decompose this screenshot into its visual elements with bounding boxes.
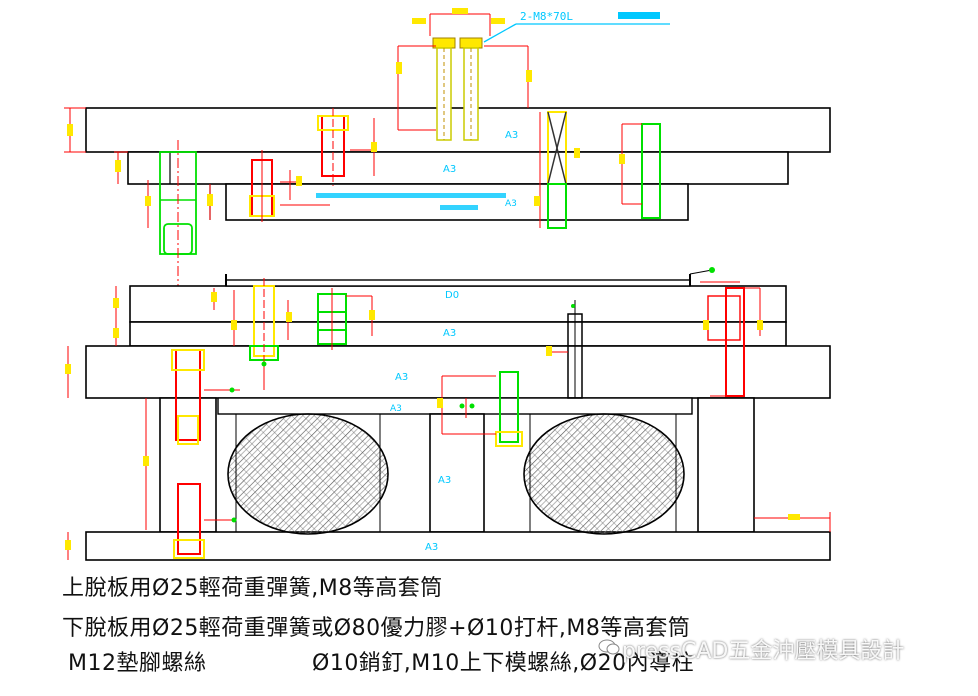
lower-rail: [217, 397, 693, 415]
note-foot-screw: M12墊腳螺絲: [68, 651, 207, 676]
bolt-callout-text: 2-M8*70L: [520, 10, 573, 23]
lower-foot-bolt: [65, 346, 240, 560]
lower-rail-label: A3: [390, 404, 402, 414]
upper-stripper-bolt: [249, 150, 302, 222]
upper-top-plate: [85, 107, 831, 153]
lower-center-pin: [546, 300, 583, 399]
center-foot: [429, 413, 485, 533]
lower-sleeve: [317, 288, 375, 350]
upper-top-plate-label: A3: [505, 130, 518, 141]
right-foot: [697, 397, 755, 533]
bottom-plate-label: A3: [425, 542, 438, 553]
note-lower-stripper: 下脫板用Ø25輕荷重彈簧或Ø80優力膠+Ø10打杆,M8等高套筒: [62, 616, 691, 641]
lower-left-dimensions: [113, 286, 217, 346]
lower-center-label: A3: [438, 475, 451, 486]
upper-screw: [280, 108, 377, 206]
upper-right-spring: A3: [505, 123, 661, 219]
chat-bubble-icon: [598, 639, 620, 655]
lower-dowel: [437, 371, 523, 447]
lower-stripper-bolt: [231, 278, 292, 390]
upper-stripper-plate: [225, 183, 689, 221]
stripper-note-marks: [316, 193, 506, 198]
bolt-callout: 2-M8*70L: [483, 10, 670, 43]
left-foot: [159, 397, 217, 533]
lower-die: D0 A3 A3 A3 A3 A3: [85, 274, 831, 561]
lower-main-plate: [85, 345, 831, 399]
svg-text:A3: A3: [505, 199, 517, 209]
watermark: pressCAD五金沖壓模具設計: [622, 639, 905, 664]
lower-main-plate-label: A3: [395, 372, 408, 383]
note-upper-stripper: 上脫板用Ø25輕荷重彈簧,M8等高套筒: [62, 576, 443, 601]
lower-stripper-plate: [129, 285, 787, 323]
urethane-blocks: [227, 413, 685, 535]
upper-mid-plate: [127, 151, 789, 185]
upper-mid-plate-label: A3: [443, 164, 456, 175]
note-pins-screws: Ø10銷釘,M10上下模螺絲,Ø20內導柱: [312, 651, 695, 676]
bottom-plate: [85, 531, 831, 561]
lower-top-plate-label: D0: [445, 290, 459, 301]
lower-right-pin: [689, 267, 831, 532]
die-assembly-drawing: A3 A3 2-M8*70L: [64, 8, 831, 561]
lower-mid-plate: [129, 321, 787, 347]
upper-die: A3 A3: [85, 107, 831, 221]
top-bolts: [412, 8, 505, 141]
lower-mid-plate-label: A3: [443, 328, 456, 339]
upper-dowel-pin: [534, 111, 580, 229]
bolt-dimensions: [64, 45, 532, 220]
